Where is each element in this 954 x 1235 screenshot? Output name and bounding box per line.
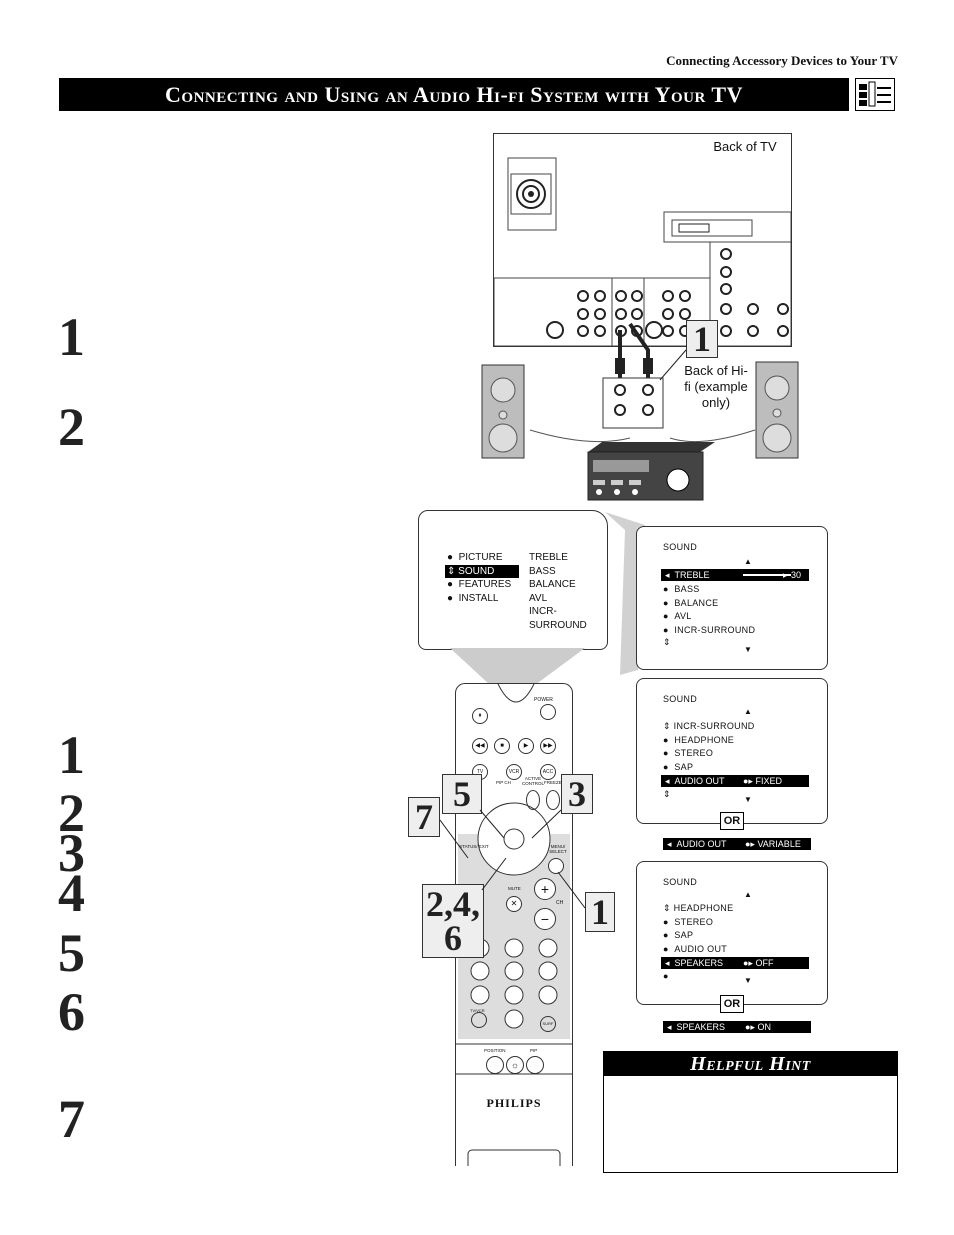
zoom-connector [450,512,645,685]
mute-label: MUTE [508,886,521,891]
submenu-item: AVL [529,592,548,604]
page-title: Connecting and Using an Audio Hi-fi Syst… [59,78,849,111]
osd-item: BALANCE [674,598,719,608]
helpful-hint-title: Helpful Hint [604,1052,897,1076]
status-exit-label: STATUS/ EXIT [459,844,489,849]
step-number: 7 [58,1089,85,1149]
pip-center-icon[interactable]: ☼ [506,1056,524,1074]
step-number: 5 [58,923,85,983]
step-number: 2 [58,397,85,457]
power-label: POWER [534,697,553,703]
back-of-hifi-label: Back of Hi-fi (example only) [684,363,748,410]
channel-up-button[interactable]: + [534,878,556,900]
callout-step-3: 3 [561,774,593,814]
step-number: 1 [58,725,85,785]
down-arrow-icon: ▼ [744,795,752,804]
osd-highlight-row: ◂ TREBLE ▸ 30 [661,569,809,581]
tv-vcr-label: TV/VCR [470,1008,485,1013]
osd-item: SAP [674,930,694,940]
pause-button[interactable]: ⏸ [472,708,488,724]
step-number: 3 [58,823,85,883]
submenu-item: BALANCE [529,579,576,590]
pip-ch-label: PIP CH [496,780,511,785]
audio-cables-diagram [481,322,799,501]
osd-item: INCR-SURROUND [674,625,756,635]
osd-title: SOUND [663,694,698,704]
or-label: OR [720,812,744,830]
pip-right-button[interactable] [526,1056,544,1074]
surf-button[interactable]: SURF [540,1016,556,1032]
osd-title: SOUND [663,877,698,887]
osd-highlight-row: ◂ SPEAKERS●▸ OFF [661,957,809,969]
tv-back-panel: Back of TV [493,133,792,347]
sound-menu-treble: SOUND ▲ ◂ TREBLE ▸ 30 ● BASS ● BALANCE ●… [636,526,828,670]
osd-title: SOUND [663,542,698,552]
osd-item: SAP [674,762,694,772]
osd-item: AUDIO OUT [674,944,728,954]
speakers-on-strip: ◂ SPEAKERS●▸ ON [663,1021,811,1033]
connection-section-icon [855,78,895,111]
down-arrow-icon: ▼ [744,976,752,985]
main-menu-screen: ● PICTURE ⇕ SOUND ● FEATURES ● INSTALL T… [418,510,608,650]
back-of-tv-label: Back of TV [713,139,777,154]
position-label: POSITION [484,1048,506,1053]
fast-forward-button[interactable]: ▶▶ [540,738,556,754]
freeze-label: FREEZE [544,780,562,785]
position-left-button[interactable] [486,1056,504,1074]
step-number: 6 [58,982,85,1042]
submenu-item: TREBLE [529,552,568,563]
callout-step-1: 1 [585,892,615,932]
or-label: OR [720,995,744,1013]
submenu-item: BASS [529,565,556,577]
down-arrow-icon: ▼ [744,645,752,654]
tv-vcr-button[interactable] [471,1012,487,1028]
callout-step-7: 7 [408,797,440,837]
callout-steps-2-4-6: 2,4, 6 [422,884,484,958]
callout-step-5: 5 [442,774,482,814]
sound-menu-speakers: SOUND ▲ ⇕ HEADPHONE ● STEREO ● SAP ● AUD… [636,861,828,1005]
step-number: 2 [58,783,85,843]
osd-item: STEREO [674,748,714,758]
callout-leader-lines [440,809,586,909]
osd-item: HEADPHONE [674,735,735,745]
osd-highlight-row: ◂ AUDIO OUT●▸ FIXED [661,775,809,787]
vcr-button[interactable]: VCR [506,764,522,780]
osd-item: STEREO [674,917,714,927]
number-pad [468,938,560,1032]
play-button[interactable]: ▶ [518,738,534,754]
sound-menu-audio-out: SOUND ▲ ⇕ INCR-SURROUND ● HEADPHONE ● ST… [636,678,828,824]
helpful-hint-box: Helpful Hint [603,1051,898,1173]
section-label: Connecting Accessory Devices to Your TV [666,53,898,68]
channel-down-button[interactable]: − [534,908,556,930]
up-arrow-icon: ▲ [744,890,752,899]
stop-button[interactable]: ■ [494,738,510,754]
osd-item: BASS [674,584,700,594]
active-control-button[interactable] [526,790,540,810]
menu-select-button[interactable] [548,858,564,874]
mute-button[interactable]: ✕ [506,896,522,912]
menu-select-label: MENU/ SELECT [549,844,567,854]
osd-item: AVL [674,611,692,621]
power-button[interactable] [540,704,556,720]
callout-connect: 1 [686,319,718,359]
osd-item: INCR-SURROUND [673,721,755,731]
step-number: 1 [58,307,85,367]
ch-label: CH [556,900,564,906]
submenu-item: INCR-SURROUND [529,606,587,631]
menu-item-picture: ● PICTURE [447,552,503,563]
up-arrow-icon: ▲ [744,707,752,716]
brand-logo: PHILIPS [486,1096,542,1110]
freeze-button[interactable] [546,790,560,810]
pip-label: PIP [530,1048,538,1053]
step-number: 4 [58,863,85,923]
rewind-button[interactable]: ◀◀ [472,738,488,754]
osd-item: HEADPHONE [673,903,734,913]
audio-out-variable-strip: ◂ AUDIO OUT●▸ VARIABLE [663,838,811,850]
menu-item-sound: ⇕ SOUND [445,564,519,578]
acc-button[interactable]: ACC [540,764,556,780]
active-control-label: ACTIVE CONTROL [522,776,545,786]
up-arrow-icon: ▲ [744,557,752,566]
menu-item-install: ● INSTALL [447,592,499,604]
menu-item-features: ● FEATURES [447,579,512,590]
